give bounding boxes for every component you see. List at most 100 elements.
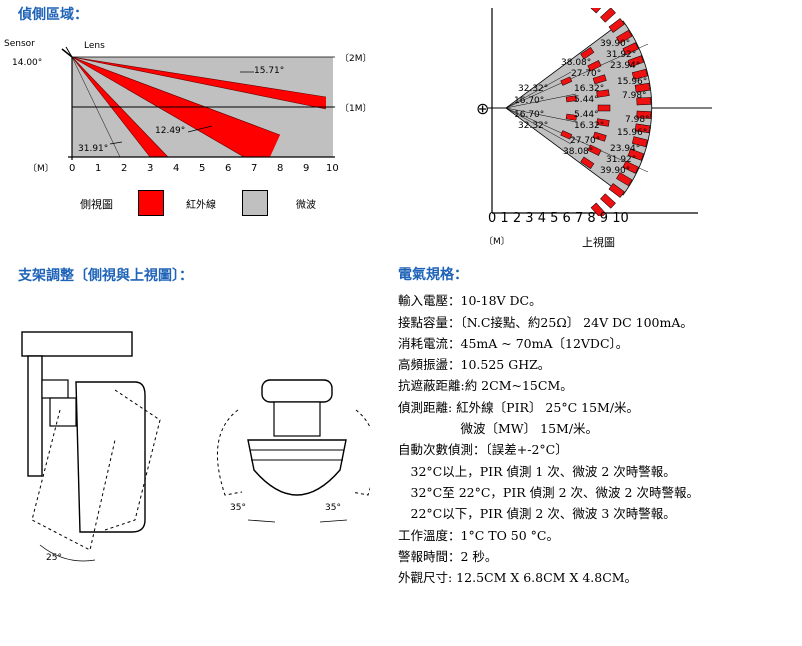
x-tick: 0 xyxy=(488,211,497,226)
ir-zone-block xyxy=(636,97,652,106)
ir-zone-block xyxy=(622,42,639,56)
x-tick: 0 xyxy=(69,163,76,174)
bracket-title: 支架調整〔側視與上視圖〕： xyxy=(18,268,193,284)
ir-zone-block xyxy=(608,183,625,198)
angle-label: 39.90° xyxy=(600,39,631,49)
angle-label: 31.92° xyxy=(606,155,637,165)
spec-line: 微波〔MW〕 15M/米。 xyxy=(398,421,599,437)
x-tick: 9 xyxy=(599,211,609,226)
ir-zone-block xyxy=(627,55,644,68)
ir-zone-block xyxy=(631,68,648,80)
angle-label: 15.96° xyxy=(617,128,648,138)
side-view-title: 偵側區域： xyxy=(18,7,88,23)
ir-zone-block xyxy=(634,82,651,93)
angle-label: 5.44° xyxy=(574,110,599,120)
top-unit-m: 〔M〕 xyxy=(484,237,510,247)
bracket-diagram xyxy=(21,331,370,562)
ir-zone-block xyxy=(580,156,595,169)
bracket-arm xyxy=(27,355,43,477)
legend-mw-label: 微波 xyxy=(296,200,316,211)
lens-label: Lens xyxy=(84,41,105,51)
angle-label: 32.32° xyxy=(518,84,549,94)
sensor-label: Sensor xyxy=(4,39,35,49)
ir-zone-block xyxy=(587,144,602,156)
top-x-ticks: 0 1 2 3 4 5 6 7 8 9 10 xyxy=(488,211,629,226)
ir-zone-block xyxy=(616,172,633,187)
top-view-diagram: ⊕ xyxy=(476,8,712,216)
angle-label: 23.94° xyxy=(610,61,641,71)
angle-label: 31.92° xyxy=(606,50,637,60)
angle-label: 27.70° xyxy=(571,69,602,79)
angle-label: 5.44° xyxy=(574,95,599,105)
angle-15-71-label: 15.71° xyxy=(254,66,285,76)
ir-zone-block xyxy=(565,95,577,103)
x-tick: 7 xyxy=(251,163,258,174)
electrical-specs: 電氣規格： 輸入電壓：10-18V DC。 接點容量：〔N.C接點、約25Ω〕 … xyxy=(398,267,798,588)
spec-line: 輸入電壓：10-18V DC。 xyxy=(398,293,542,309)
spec-line: 22°C以下，PIR 偵測 2 次、微波 3 次時警報。 xyxy=(398,506,676,522)
spec-line: 32°C以上，PIR 偵測 1 次、微波 2 次時警報。 xyxy=(398,463,676,479)
ir-zone-block xyxy=(634,123,651,134)
x-tick: 6 xyxy=(225,163,232,174)
x-tick: 6 xyxy=(562,211,571,226)
unit-m-label: 〔M〕 xyxy=(28,164,54,174)
angle-label: 38.08° xyxy=(561,58,592,68)
ir-zone-markers xyxy=(560,8,652,216)
spec-line: 工作溫度：1°C TO 50 °C。 xyxy=(398,527,559,543)
ir-zone-block xyxy=(596,118,610,127)
angle-31-91-label: 31.91° xyxy=(78,144,109,154)
angle-label: 7.98° xyxy=(622,91,647,101)
angle-label: 16.70° xyxy=(514,110,545,120)
angle-top-label: 14.00° xyxy=(12,58,43,68)
ir-zone-block xyxy=(590,202,606,216)
ir-zone-block xyxy=(616,29,633,44)
angle-label: 16.70° xyxy=(514,96,545,106)
spec-line: 高頻振盪：10.525 GHZ。 xyxy=(398,357,551,373)
ir-zone-block xyxy=(627,148,644,161)
top-view-caption: 上視圖 xyxy=(582,236,615,249)
angle-label: 16.32° xyxy=(574,121,605,131)
x-tick: 10 xyxy=(326,163,339,174)
spec-line: 警報時間：2 秒。 xyxy=(398,548,498,564)
x-tick: 5 xyxy=(550,211,559,226)
angle-25-label: 25° xyxy=(46,553,62,563)
spec-line: 消耗電流：45mA ~ 70mA〔12VDC〕。 xyxy=(398,335,629,351)
specs-title: 電氣規格： xyxy=(398,267,468,283)
y-1m-label: 〔1M〕 xyxy=(340,104,372,114)
ir-zone-block xyxy=(596,89,610,98)
angle-label: 16.32° xyxy=(574,84,605,94)
ir-zone-block xyxy=(622,160,639,174)
sensor-icon: ⊕ xyxy=(476,99,489,118)
ir-zone-block xyxy=(600,193,616,209)
legend-ir-swatch xyxy=(138,190,164,216)
detector-side-body xyxy=(75,381,146,533)
angle-35-right-label: 35° xyxy=(325,503,341,513)
spec-line: 接點容量：〔N.C接點、約25Ω〕 24V DC 100mA。 xyxy=(398,314,693,330)
x-tick: 3 xyxy=(525,211,534,226)
ir-zone-block xyxy=(597,104,611,112)
x-tick: 10 xyxy=(612,211,629,226)
angle-label: 38.08° xyxy=(563,147,594,157)
side-view-diagram xyxy=(61,46,335,160)
ir-zone-block xyxy=(631,136,648,148)
angle-label: 7.98° xyxy=(625,115,650,125)
x-tick: 5 xyxy=(199,163,206,174)
ir-zone-block xyxy=(608,18,625,33)
x-tick: 8 xyxy=(277,163,284,174)
detector-top-body xyxy=(247,439,347,496)
ir-zone-block xyxy=(636,110,652,119)
ir-zone-block xyxy=(592,74,607,85)
spec-line: 偵測距離: 紅外線〔PIR〕 25°C 15M/米。 xyxy=(398,399,640,415)
x-tick: 9 xyxy=(303,163,310,174)
y-2m-label: 〔2M〕 xyxy=(340,54,372,64)
x-tick: 4 xyxy=(173,163,180,174)
legend-side-view-label: 側視圖 xyxy=(80,198,113,211)
microwave-fan xyxy=(505,20,653,196)
ir-zone-block xyxy=(565,113,577,121)
x-tick: 7 xyxy=(574,211,584,226)
spec-line: 抗遮蔽距離:約 2CM~15CM。 xyxy=(398,378,573,394)
x-tick: 2 xyxy=(121,163,128,174)
angle-label: 23.94° xyxy=(610,144,641,154)
legend-mw-swatch xyxy=(242,190,268,216)
ir-zone-block xyxy=(600,8,616,23)
